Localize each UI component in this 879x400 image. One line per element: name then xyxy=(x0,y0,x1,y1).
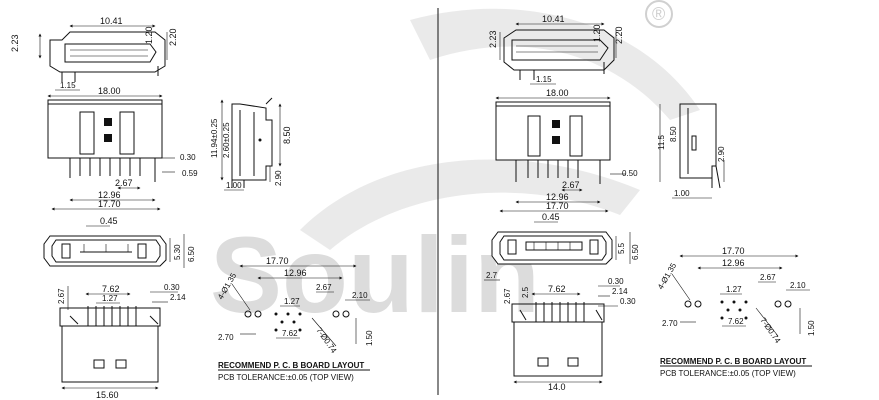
left-side-htotal: 11.94±0.25 xyxy=(210,118,219,158)
right-pcb-title: RECOMMEND P. C. B BOARD LAYOUT xyxy=(660,357,806,366)
left-bottom-w2: 2.14 xyxy=(170,293,186,302)
right-front-pinoff: 0.50 xyxy=(622,169,638,178)
right-pcb-holes-label: 7-Ø0.74 xyxy=(758,316,782,345)
right-front-view: 18.00 0.50 2.67 12.96 xyxy=(495,88,638,213)
left-top-view: 10.41 2.23 1.20 2.20 1.15 xyxy=(10,16,178,91)
right-bottom-pins xyxy=(535,302,585,322)
right-pcb-outer: 17.70 xyxy=(722,246,745,256)
left-front-pins xyxy=(69,158,156,182)
left-bottom-width: 15.60 xyxy=(96,390,119,400)
right-front-inner: 12.96 xyxy=(546,192,569,202)
left-bottom-pins xyxy=(87,306,137,326)
right-pcb-layout: 17.70 12.96 2.67 4-Ø1.35 2.10 1.27 xyxy=(656,246,816,378)
left-pcb-title: RECOMMEND P. C. B BOARD LAYOUT xyxy=(218,361,364,370)
left-top-hleft: 2.23 xyxy=(10,34,20,52)
left-pcb-outer: 17.70 xyxy=(266,256,289,266)
left-top-hr2: 2.20 xyxy=(168,28,178,46)
left-pcb-spacing: 7.62 xyxy=(282,329,298,338)
left-bottom-w1: 0.30 xyxy=(164,283,180,292)
right-top-width: 10.41 xyxy=(542,14,565,24)
left-top-base: 1.15 xyxy=(60,81,76,90)
left-plug-view: 0.45 5.30 6.50 xyxy=(43,216,196,268)
left-side-hbody: 8.50 xyxy=(282,126,292,144)
left-top-hr1: 1.20 xyxy=(144,26,154,44)
registered-mark: ® xyxy=(652,4,665,24)
right-pcb-inner: 12.96 xyxy=(722,258,745,268)
watermark-text: Soulin xyxy=(210,214,540,335)
right-bottom-view: 2.7 2.67 2.5 7.62 0.30 2.14 0.30 xyxy=(484,271,636,392)
left-side-hmid: 2.60±0.25 xyxy=(222,122,231,158)
registered-icon xyxy=(645,0,673,28)
right-side-view: 11.5 8.50 2.90 1.00 xyxy=(657,103,726,199)
left-pcb-p1: 1.27 xyxy=(284,297,300,306)
right-side-htotal: 11.5 xyxy=(657,134,666,150)
left-side-htail: 2.90 xyxy=(274,170,283,186)
right-bottom-width: 14.0 xyxy=(548,382,566,392)
right-panel: 10.41 2.23 1.20 2.20 1.15 18.00 xyxy=(484,14,816,392)
left-plug-top: 0.45 xyxy=(100,216,118,226)
right-top-hr2: 2.20 xyxy=(614,26,624,44)
right-side-foot: 1.00 xyxy=(674,189,690,198)
left-pcb-tolerance: PCB TOLERANCE:±0.05 (TOP VIEW) xyxy=(218,373,354,382)
left-front-pinoff: 0.59 xyxy=(182,169,198,178)
right-pcb-w1: 2.10 xyxy=(790,281,806,290)
right-top-hr1: 1.20 xyxy=(592,24,602,42)
left-pcb-pitch: 2.67 xyxy=(316,283,332,292)
left-side-view: 11.94±0.25 2.60±0.25 8.50 2.90 1.00 xyxy=(210,97,292,191)
watermark: Soulin ® xyxy=(210,0,700,335)
left-front-view: 18.00 0.30 0.59 2 xyxy=(47,86,198,211)
right-top-base: 1.15 xyxy=(536,75,552,84)
left-plug-h1: 5.30 xyxy=(173,244,182,260)
right-bottom-pitch: 7.62 xyxy=(548,284,566,294)
left-front-inner: 12.96 xyxy=(98,190,121,200)
left-pcb-h: 1.50 xyxy=(365,330,374,346)
left-panel: 10.41 2.23 1.20 2.20 1.15 18.00 xyxy=(10,16,374,400)
left-pcb-holes xyxy=(244,310,350,332)
right-bottom-w2: 2.14 xyxy=(612,287,628,296)
right-side-htail: 2.90 xyxy=(717,146,726,162)
left-side-foot: 1.00 xyxy=(226,181,242,190)
right-plug-view: 0.45 5.5 6.50 xyxy=(491,212,640,265)
right-top-hleft: 2.23 xyxy=(488,30,498,48)
right-top-view: 10.41 2.23 1.20 2.20 1.15 xyxy=(488,14,624,85)
left-bottom-pitch: 7.62 xyxy=(102,284,120,294)
left-bottom-h: 2.67 xyxy=(57,288,66,304)
right-pcb-h: 1.50 xyxy=(807,320,816,336)
right-pcb-spacing: 7.62 xyxy=(728,317,744,326)
right-bottom-h0: 2.7 xyxy=(486,271,498,280)
right-side-hbody: 8.50 xyxy=(669,126,678,142)
right-bottom-w1: 0.30 xyxy=(608,277,624,286)
left-plug-h2: 6.50 xyxy=(187,246,196,262)
right-front-outer: 17.70 xyxy=(546,201,569,211)
right-pcb-tolerance: PCB TOLERANCE:±0.05 (TOP VIEW) xyxy=(660,369,796,378)
right-bottom-h: 2.67 xyxy=(503,288,512,304)
left-top-width: 10.41 xyxy=(100,16,123,26)
right-front-pins xyxy=(515,160,601,184)
right-bottom-h2: 2.5 xyxy=(521,286,530,298)
right-pcb-p1: 1.27 xyxy=(726,285,742,294)
left-front-outer: 17.70 xyxy=(98,199,121,209)
right-plug-top: 0.45 xyxy=(542,212,560,222)
left-bottom-pin: 1.27 xyxy=(102,294,118,303)
right-bottom-w3: 0.30 xyxy=(620,297,636,306)
left-pcb-off: 2.70 xyxy=(218,333,234,342)
right-pcb-hole: 4-Ø1.35 xyxy=(656,261,679,291)
left-front-pinw: 0.30 xyxy=(180,153,196,162)
left-pcb-inner: 12.96 xyxy=(284,268,307,278)
right-pcb-pitch: 2.67 xyxy=(760,273,776,282)
left-bottom-view: 2.67 7.62 1.27 0.30 2.14 xyxy=(57,283,186,400)
right-front-pitch: 2.67 xyxy=(562,180,580,190)
right-front-width: 18.00 xyxy=(546,88,569,98)
left-front-width: 18.00 xyxy=(98,86,121,96)
left-front-pitch: 2.67 xyxy=(115,178,133,188)
left-pcb-w1: 2.10 xyxy=(352,291,368,300)
right-pcb-off: 2.70 xyxy=(662,319,678,328)
right-plug-h2: 6.50 xyxy=(631,244,640,260)
right-pcb-holes xyxy=(684,300,792,320)
right-plug-h1: 5.5 xyxy=(617,242,626,254)
